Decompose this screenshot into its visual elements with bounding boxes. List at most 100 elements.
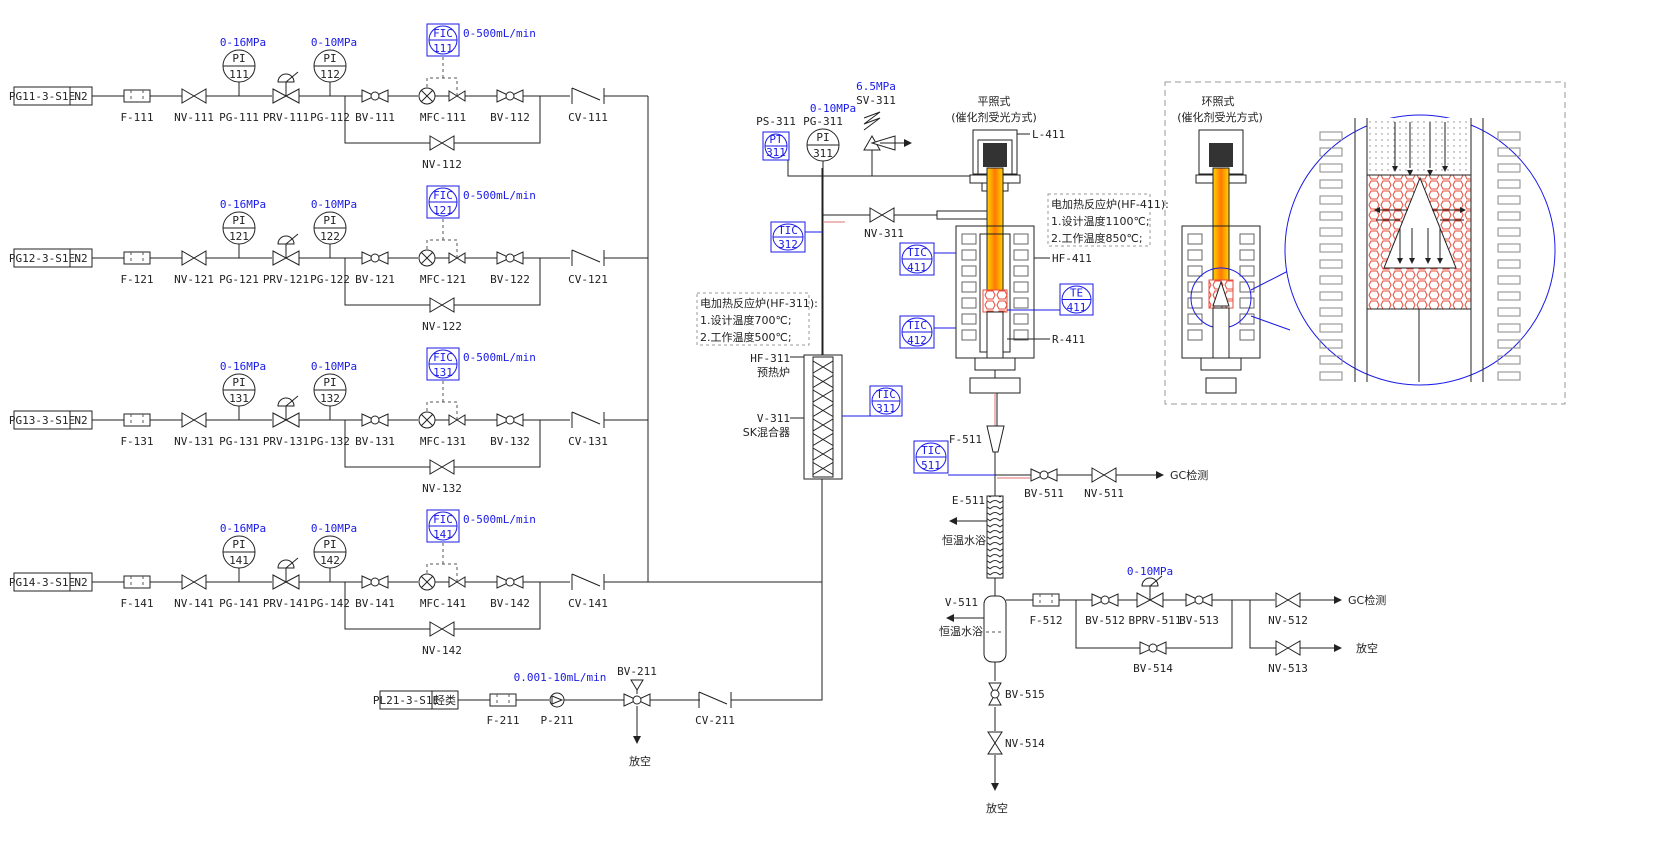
liquid-cv-label: CV-211: [695, 714, 735, 727]
light-source-icon: [983, 143, 1007, 167]
zoom-heater-left: [1319, 179, 1343, 189]
zoom-heater-right: [1497, 339, 1521, 349]
ball-valve-in-ball: [370, 415, 380, 425]
zoom-heater-left: [1319, 323, 1343, 333]
pg-in-label: PG-111: [219, 111, 259, 124]
filter-label: F-141: [120, 597, 153, 610]
prv-label: PRV-121: [263, 273, 309, 286]
prv-label: PRV-141: [263, 597, 309, 610]
gc1-label: GC检测: [1170, 468, 1208, 482]
ring-heater-left: [1187, 297, 1203, 309]
ball-valve-515: [988, 682, 1002, 706]
ball-valve-511: [1030, 468, 1058, 482]
ring-heater-right: [1239, 297, 1255, 309]
ball-valve-in: [361, 413, 389, 427]
light-arrow-left: [1374, 207, 1380, 213]
sk-element: [812, 432, 834, 447]
gc-arrow-1: [1156, 471, 1164, 479]
range-out-label: 0-10MPa: [311, 522, 357, 535]
mfc-label: MFC-111: [420, 111, 466, 124]
needle-valve-311: [869, 207, 895, 223]
pressure-gauge-out-tag: PI: [323, 538, 336, 551]
range-out-label: 0-10MPa: [311, 36, 357, 49]
pg-mix-label: PG-311: [803, 115, 843, 128]
bypass-label: NV-142: [422, 644, 462, 657]
tic-412-tag-tag: TIC: [907, 319, 927, 332]
heater-element-left: [961, 233, 977, 245]
three-way-actuator: [630, 679, 644, 691]
three-way-valve-ball: [632, 695, 642, 705]
needle-valve-in: [181, 412, 207, 428]
sk-element: [812, 360, 834, 374]
sk-element: [812, 418, 834, 432]
range-in-label: 0-16MPa: [220, 360, 266, 373]
nv-in-label: NV-131: [174, 435, 214, 448]
zoom-heater-left: [1319, 355, 1343, 365]
mode1-subtitle: (催化剂受光方式): [951, 110, 1037, 124]
gas-label: N2: [74, 414, 87, 427]
ps-label: PS-311: [756, 115, 796, 128]
sk-element: [812, 447, 834, 461]
pipe: [344, 582, 430, 630]
bv-out-label: BV-112: [490, 111, 530, 124]
bv511-label: BV-511: [1024, 487, 1064, 500]
bath1-label: 恒温水浴: [942, 534, 986, 547]
nv-in-label: NV-121: [174, 273, 214, 286]
f511-label: F-511: [949, 433, 982, 446]
sv-label: SV-311: [856, 94, 896, 107]
pg-mix-range: 0-10MPa: [810, 102, 856, 115]
mass-flow-controller: [418, 87, 436, 105]
hf311-note-line1: 电加热反应炉(HF-311):: [700, 296, 818, 310]
pump-arrow: [551, 695, 564, 705]
bv515-label: BV-515: [1005, 688, 1045, 701]
pipe: [420, 251, 434, 265]
ball-valve-514-ball: [1148, 643, 1158, 653]
bottom-flange: [974, 357, 1016, 371]
vent2-label: 放空: [986, 801, 1008, 815]
flow-arrow: [1407, 170, 1413, 176]
sk-mixer-body: [812, 356, 834, 478]
pressure-gauge-in-tag: PI: [232, 52, 245, 65]
filter-512-box: [1032, 593, 1060, 607]
zoom-connector-top: [1250, 269, 1291, 291]
hf411-label: HF-411: [1052, 252, 1092, 265]
check-valve: [571, 87, 605, 104]
pump-label: P-211: [540, 714, 573, 727]
v311-name: SK混合器: [743, 425, 790, 439]
heater-element-left: [961, 281, 977, 293]
back-pressure-regulator-dome: [1141, 577, 1159, 587]
zoom-heater-left: [1319, 227, 1343, 237]
ball-valve-out: [496, 413, 524, 427]
sv-spring: [863, 111, 881, 131]
bypass-needle-valve: [429, 297, 455, 313]
needle-valve-in: [181, 88, 207, 104]
check-valve: [571, 411, 605, 428]
cv-label: CV-111: [568, 111, 608, 124]
vent-arrow-1: [1334, 644, 1342, 652]
hf311-note-box: [696, 292, 810, 346]
needle-valve-513: [1275, 640, 1301, 656]
pressure-gauge-in-num: 121: [229, 230, 249, 243]
ball-valve-in: [361, 89, 389, 103]
ball-valve-511-ball: [1039, 470, 1049, 480]
bv-in-label: BV-141: [355, 597, 395, 610]
pressure-regulator-dome: [277, 73, 295, 83]
zoom-heater-left: [1319, 291, 1343, 301]
flow-arrow-lower: [1397, 258, 1403, 264]
heater-element-right: [1013, 249, 1029, 261]
bv-in-label: BV-111: [355, 111, 395, 124]
zoom-heater-left: [1319, 147, 1343, 157]
needle-valve-512: [1275, 592, 1301, 608]
source-label: PG14-3-S1E: [9, 576, 75, 589]
ball-valve-515-ball: [990, 689, 1000, 699]
liquid-check-valve-flap: [698, 691, 728, 705]
pressure-gauge-out-tag: PI: [323, 52, 336, 65]
cv-label: CV-131: [568, 435, 608, 448]
zoom-connector-bottom: [1250, 315, 1291, 331]
zoom-heater-right: [1497, 243, 1521, 253]
tic-311-tag-num: 311: [876, 402, 896, 415]
